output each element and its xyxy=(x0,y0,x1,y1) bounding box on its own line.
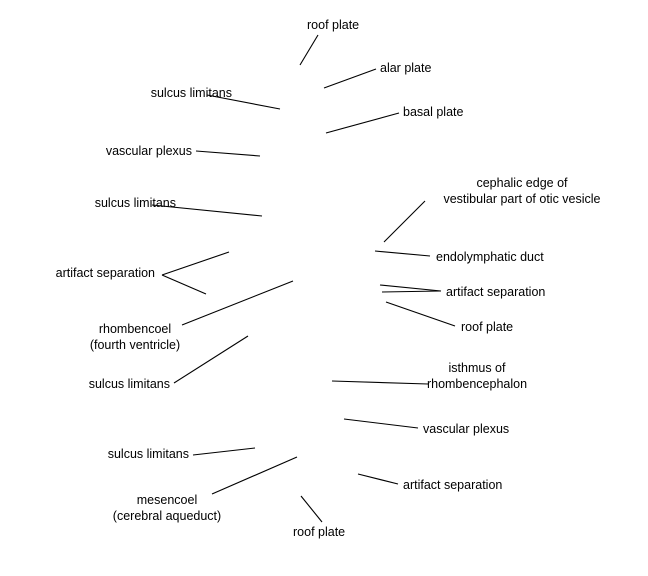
leader-sulcus-limitans-1 xyxy=(206,94,281,110)
leader-artifact-right-1a xyxy=(379,284,442,292)
label-artifact-separation-right-1: artifact separation xyxy=(446,285,546,299)
label-endolymphatic-duct: endolymphatic duct xyxy=(436,250,544,264)
leader-alar-plate xyxy=(323,68,377,89)
leader-rhombencoel xyxy=(181,280,294,326)
label-sulcus-limitans-4: sulcus limitans xyxy=(107,447,189,461)
leader-sulcus-limitans-2 xyxy=(151,204,263,217)
label-artifact-separation-left: artifact separation xyxy=(55,266,155,280)
label-alar-plate: alar plate xyxy=(380,61,432,75)
label-basal-plate: basal plate xyxy=(403,105,464,119)
leader-artifact-left-b xyxy=(161,274,207,295)
label-vascular-plexus-right: vascular plexus xyxy=(423,422,510,436)
label-mesencoel: mesencoel (cerebral aqueduct) xyxy=(112,493,222,523)
leader-roof-plate-bottom xyxy=(300,495,323,523)
leader-endolymphatic-duct xyxy=(374,250,431,257)
leader-sulcus-limitans-4 xyxy=(192,447,256,456)
label-roof-plate-top: roof plate xyxy=(307,18,360,32)
label-vascular-plexus-left: vascular plexus xyxy=(105,144,192,158)
leader-artifact-right-1b xyxy=(381,290,442,293)
label-roof-plate-bottom: roof plate xyxy=(293,525,346,539)
leader-cephalic-edge xyxy=(383,200,426,243)
label-cephalic-edge: cephalic edge of vestibular part of otic… xyxy=(443,176,601,206)
leader-sulcus-limitans-3 xyxy=(173,335,249,384)
leader-mesencoel xyxy=(211,456,298,495)
leader-roof-plate-mid xyxy=(385,301,456,327)
leader-vascular-plexus-right xyxy=(343,418,419,429)
leader-isthmus xyxy=(331,380,429,385)
leader-artifact-right-2 xyxy=(357,473,399,485)
label-sulcus-limitans-2: sulcus limitans xyxy=(94,196,176,210)
leader-vascular-plexus-left xyxy=(195,150,261,157)
leader-artifact-left-a xyxy=(161,251,230,276)
label-sulcus-limitans-1: sulcus limitans xyxy=(150,86,232,100)
leader-roof-plate-top xyxy=(299,34,319,66)
label-sulcus-limitans-3: sulcus limitans xyxy=(88,377,170,391)
label-isthmus: isthmus of rhombencephalon xyxy=(426,361,528,391)
label-rhombencoel: rhombencoel (fourth ventricle) xyxy=(89,322,181,352)
leader-basal-plate xyxy=(325,112,400,134)
label-artifact-separation-right-2: artifact separation xyxy=(403,478,503,492)
label-roof-plate-mid: roof plate xyxy=(461,320,514,334)
